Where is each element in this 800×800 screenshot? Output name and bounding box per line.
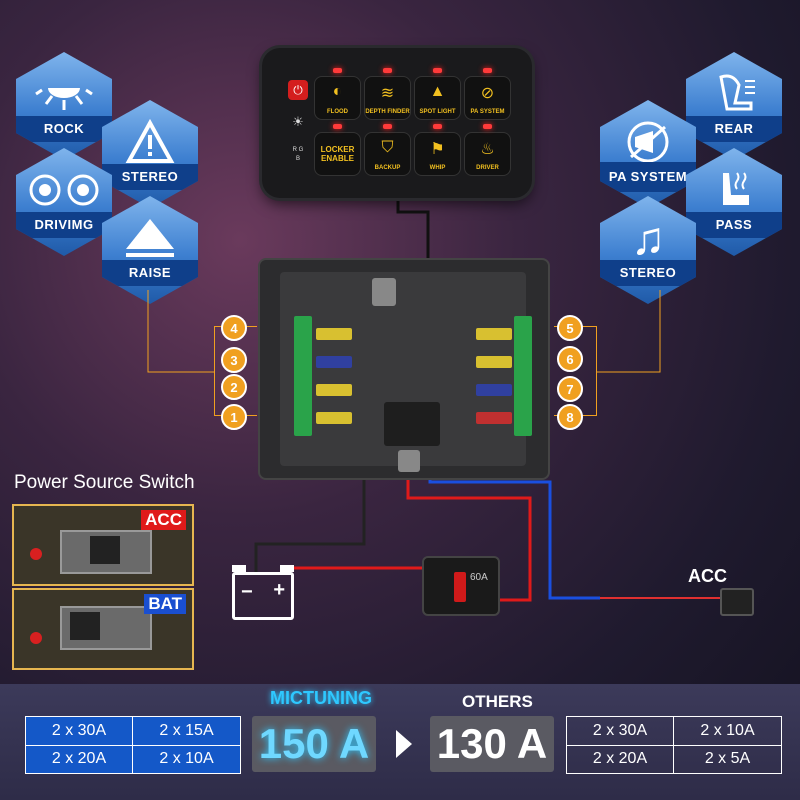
whip-button[interactable]: ⚑WHIP [414,124,461,176]
locker-enable-button[interactable]: LOCKER ENABLE [314,124,361,176]
depth-finder-icon: ≋ [380,85,395,102]
power-source-switch-title: Power Source Switch [14,472,195,493]
depth-finder-button[interactable]: ≋DEPTH FINDER [364,68,411,120]
mictuning-fuse-2: 2 x 15A [133,717,240,746]
acc-switch-tag: ACC [141,510,186,530]
pa-system-button[interactable]: ⊘PA SYSTEM [464,68,511,120]
amperage-comparison-bar: 2 x 30A 2 x 15A 2 x 20A 2 x 10A MICTUNIN… [0,684,800,800]
flood-light-icon: ◐ [332,83,343,100]
pa-system-function-badge: PA SYSTEM [600,100,696,208]
acc-label: ACC [688,566,727,586]
warning-triangle-icon [102,114,198,170]
switch-panel: ⏻ ☀ R G B ◐FLOOD ≋DEPTH FINDER ▲SPOT LIG… [262,48,532,198]
pa-system-icon: ⊘ [480,85,495,102]
acc-switch-photo: ACC [12,504,194,586]
mictuning-brand-label: MICTUNING [270,688,372,708]
power-stud-bottom [398,450,420,472]
driver-seat-icon: ♨ [480,141,495,158]
rear-seat-icon [686,66,782,122]
others-fuse-2: 2 x 10A [674,717,781,746]
mictuning-fuse-4: 2 x 10A [159,750,214,768]
add-a-fuse-tap-icon [720,588,754,616]
fuse-2 [316,384,352,396]
heated-seat-icon [686,162,782,218]
others-fuse-3: 2 x 20A [567,745,674,773]
rock-label: ROCK [16,116,112,142]
raise-function-badge: RAISE [102,196,198,304]
whip-flag-icon: ⚑ [430,141,445,158]
driving-lights-icon [16,162,112,218]
others-total-badge: 130 A [430,716,554,772]
fuse-relay-box [258,258,550,480]
raise-triangle-icon [102,210,198,266]
driving-function-badge: DRIVIMG [16,148,112,256]
others-fuse-grid: 2 x 30A 2 x 10A 2 x 20A 2 x 5A [566,716,782,774]
stereo-warning-badge: STEREO [102,100,198,208]
bat-switch-photo: BAT [12,588,194,670]
breaker-rating: 60A [470,572,488,583]
others-fuse-1: 2 x 30A [567,717,674,746]
rear-label: REAR [686,116,782,142]
spot-light-icon: ▲ [429,83,446,100]
fuse-6 [476,356,512,368]
channel-5: 5 [557,315,583,341]
others-brand-label: OTHERS [462,692,533,711]
stereo-label-left: STEREO [102,164,198,190]
spot-light-button[interactable]: ▲SPOT LIGHT [414,68,461,120]
left-terminal-block [294,316,312,436]
backup-light-icon: ⛉ [381,139,394,156]
pa-system-icon [600,114,696,170]
others-total: 130 A [436,720,548,767]
right-terminal-block [514,316,532,436]
dimmer-button[interactable]: ☀ [292,114,304,129]
stereo-label-right: STEREO [600,260,696,286]
power-stud-top [372,278,396,306]
rock-function-badge: ROCK [16,52,112,160]
channel-8: 8 [557,404,583,430]
acc-slider-knob [90,536,120,564]
fuse-1 [316,412,352,424]
flood-button[interactable]: ◐FLOOD [314,68,361,120]
acc-led [30,548,42,560]
fuse-box-interior [280,272,532,472]
channel-3: 3 [221,347,247,373]
music-note-icon: ♫ [630,212,666,264]
driving-label: DRIVIMG [16,212,112,238]
bat-led [30,632,42,644]
power-button[interactable]: ⏻ [288,80,308,100]
breaker-reset-lever [454,572,466,602]
fuse-8 [476,412,512,424]
mictuning-total: 150 A [258,720,370,767]
bat-switch-tag: BAT [144,594,186,614]
rock-light-icon [16,66,112,122]
fuse-5 [476,328,512,340]
bat-slider-knob [70,612,100,640]
mictuning-total-badge: 150 A [252,716,376,772]
mictuning-fuse-grid: 2 x 30A 2 x 15A 2 x 20A 2 x 10A [25,716,241,774]
channel-4: 4 [221,315,247,341]
channel-1: 1 [221,404,247,430]
battery-icon: − + [232,565,294,620]
pass-label: PASS [686,212,782,238]
driver-button[interactable]: ♨DRIVER [464,124,511,176]
mictuning-fuse-3: 2 x 20A [26,745,133,773]
channel-7: 7 [557,376,583,402]
fuse-4 [316,328,352,340]
comparison-arrow-icon [396,730,412,758]
circuit-breaker: 60A [422,556,500,616]
channel-6: 6 [557,346,583,372]
backup-button[interactable]: ⛉BACKUP [364,124,411,176]
mictuning-fuse-1: 2 x 30A [26,717,133,746]
fuse-7 [476,384,512,396]
rear-function-badge: REAR [686,52,782,160]
fuse-3 [316,356,352,368]
rgb-button[interactable]: R G B [292,147,304,162]
channel-2: 2 [221,374,247,400]
stereo-music-badge: ♫ STEREO [600,196,696,304]
pa-system-label: PA SYSTEM [600,162,696,192]
others-fuse-4: 2 x 5A [704,750,751,768]
pass-function-badge: PASS [686,148,782,256]
power-source-switch-module [384,402,440,446]
raise-label: RAISE [102,260,198,286]
